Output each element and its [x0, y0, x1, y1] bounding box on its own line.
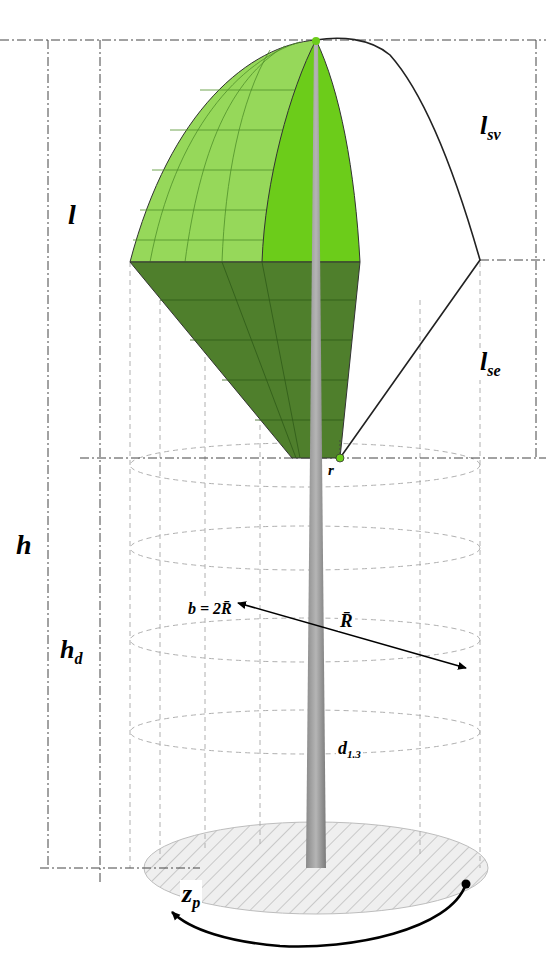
symbol-subscript: p [192, 894, 200, 911]
dimension-label: lsv [478, 112, 503, 144]
dimension-label: R̄ [338, 610, 355, 631]
symbol-letter: l [480, 347, 487, 376]
dimension-label: r [326, 462, 336, 479]
symbol-subscript: sv [487, 126, 500, 143]
symbol-letter: z [182, 879, 192, 908]
symbol-subscript: d [74, 650, 82, 667]
dimension-label: lse [478, 348, 503, 380]
symbol-letter: h [60, 635, 74, 664]
dimension-label: d1.3 [336, 738, 363, 761]
dimension-label: l [66, 200, 78, 230]
dimension-label: hd [58, 636, 85, 668]
symbol-letter: d [338, 738, 347, 758]
symbol-letter: l [480, 111, 487, 140]
dimension-label: b = 2R̄ [186, 600, 234, 618]
dimension-label: h [14, 530, 34, 560]
dimension-label: zp [180, 880, 202, 912]
symbol-subscript: se [487, 362, 500, 379]
symbol-subscript: 1.3 [347, 748, 361, 760]
